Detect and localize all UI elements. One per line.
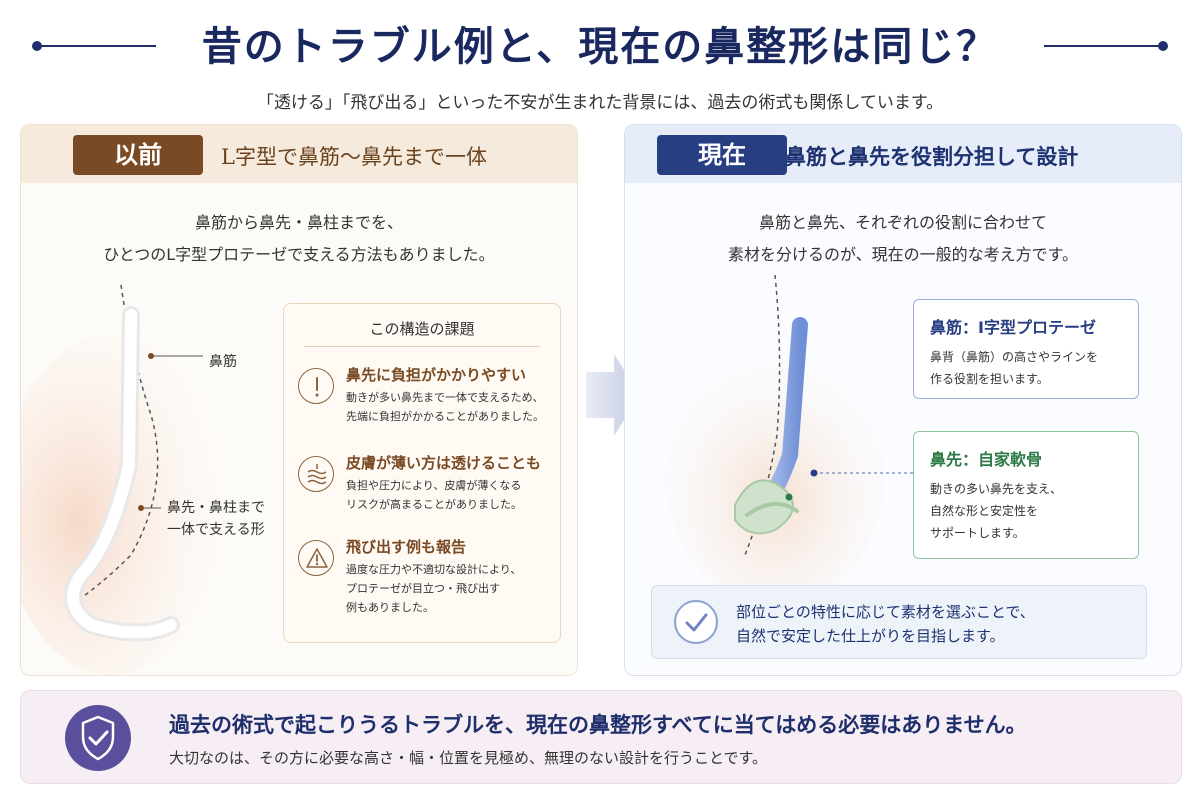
before-nose-illustration bbox=[21, 275, 301, 675]
issue-body: 動きが多い鼻先まで一体で支えるため、 先端に負担がかかることがありました。 bbox=[346, 388, 560, 426]
issue-heading: 鼻先に負担がかかりやすい bbox=[346, 366, 527, 384]
issue-body-line: リスクが高まることがありました。 bbox=[346, 498, 522, 511]
bridge-material-card: 鼻筋：I字型プロテーゼ 鼻背（鼻筋）の高さやラインを 作る役割を担います。 bbox=[913, 299, 1139, 399]
now-description: 鼻筋と鼻先、それぞれの役割に合わせて 素材を分けるのが、現在の一般的な考え方です… bbox=[625, 207, 1181, 271]
issue-heading: 飛び出す例も報告 bbox=[346, 538, 467, 556]
bridge-card-line: 鼻背（鼻筋）の高さやラインを bbox=[930, 350, 1099, 364]
now-heading: 鼻筋と鼻先を役割分担して設計 bbox=[785, 144, 1079, 169]
tip-card-line: 自然な形と安定性を bbox=[930, 504, 1039, 518]
issue-body: 過度な圧力や不適切な設計により、 プロテーゼが目立つ・飛び出す 例もありました。 bbox=[346, 560, 560, 617]
warning-circle-icon bbox=[298, 368, 334, 404]
summary-text: 部位ごとの特性に応じて素材を選ぶことで、 自然で安定した仕上がりを目指します。 bbox=[736, 600, 1035, 648]
issues-title: この構造の課題 bbox=[369, 320, 475, 338]
issue-body: 負担や圧力により、皮膚が薄くなる リスクが高まることがありました。 bbox=[346, 476, 560, 514]
before-tag: 以前 bbox=[73, 135, 203, 175]
warning-triangle-icon bbox=[298, 540, 334, 576]
issue-body-line: 動きが多い鼻先まで一体で支えるため、 bbox=[346, 391, 544, 404]
now-desc-line-1: 鼻筋と鼻先、それぞれの役割に合わせて bbox=[758, 213, 1047, 232]
before-desc-line-1: 鼻筋から鼻先・鼻柱までを、 bbox=[194, 213, 403, 232]
page-subtitle: 「透ける」「飛び出る」といった不安が生まれた背景には、過去の術式も関係しています… bbox=[256, 93, 944, 113]
before-label-tip: 鼻先・鼻柱まで 一体で支える形 bbox=[167, 497, 265, 541]
before-label-tip-line-1: 鼻先・鼻柱まで bbox=[167, 500, 265, 516]
now-desc-line-2: 素材を分けるのが、現在の一般的な考え方です。 bbox=[727, 245, 1079, 264]
before-panel-header: 以前 L字型で鼻筋〜鼻先まで一体 bbox=[21, 125, 577, 183]
page-title: 昔のトラブル例と、現在の鼻整形は同じ？ bbox=[201, 23, 999, 70]
summary-check-box: 部位ごとの特性に応じて素材を選ぶことで、 自然で安定した仕上がりを目指します。 bbox=[651, 585, 1147, 659]
now-tag: 現在 bbox=[657, 135, 787, 175]
banner-headline: 過去の術式で起こりうるトラブルを、現在の鼻整形すべてに当てはめる必要はありません… bbox=[169, 712, 1027, 737]
before-panel: 以前 L字型で鼻筋〜鼻先まで一体 鼻筋から鼻先・鼻柱までを、 ひとつのL字型プロ… bbox=[20, 124, 578, 676]
shield-check-icon bbox=[65, 705, 131, 771]
issue-heading: 皮膚が薄い方は透けることも bbox=[346, 454, 542, 472]
summary-line: 部位ごとの特性に応じて素材を選ぶことで、 bbox=[736, 603, 1035, 621]
before-desc-line-2: ひとつのL字型プロテーゼで支える方法もありました。 bbox=[103, 245, 495, 264]
before-description: 鼻筋から鼻先・鼻柱までを、 ひとつのL字型プロテーゼで支える方法もありました。 bbox=[21, 207, 577, 271]
banner-subtext: 大切なのは、その方に必要な高さ・幅・位置を見極め、無理のない設計を行うことです。 bbox=[169, 749, 768, 767]
title-ornament-line-left bbox=[36, 45, 156, 47]
issues-box: この構造の課題 鼻先に負担がかかりやすい 動きが多い鼻先まで一体で支えるため、 … bbox=[283, 303, 561, 643]
issues-divider bbox=[304, 346, 540, 347]
title-row: 昔のトラブル例と、現在の鼻整形は同じ？ bbox=[0, 14, 1200, 78]
issue-body-line: 過度な圧力や不適切な設計により、 bbox=[346, 563, 522, 576]
nose-l-implant-illustration bbox=[21, 284, 221, 675]
tip-card-line: 動きの多い鼻先を支え、 bbox=[930, 482, 1063, 496]
before-heading: L字型で鼻筋〜鼻先まで一体 bbox=[221, 145, 487, 169]
before-label-tip-line-2: 一体で支える形 bbox=[167, 522, 265, 538]
now-panel: 現在 鼻筋と鼻先を役割分担して設計 鼻筋と鼻先、それぞれの役割に合わせて 素材を… bbox=[624, 124, 1182, 676]
tip-pointer-dot bbox=[785, 493, 793, 501]
tip-card-title: 鼻先：自家軟骨 bbox=[930, 450, 1043, 469]
title-ornament-line-right bbox=[1044, 45, 1164, 47]
bottom-banner: 過去の術式で起こりうるトラブルを、現在の鼻整形すべてに当てはめる必要はありません… bbox=[20, 690, 1182, 784]
title-ornament-dot-right bbox=[1158, 41, 1168, 51]
before-label-bridge: 鼻筋 bbox=[209, 354, 237, 370]
issue-body-line: 先端に負担がかかることがありました。 bbox=[346, 410, 544, 423]
summary-line: 自然で安定した仕上がりを目指します。 bbox=[736, 627, 1005, 645]
bridge-card-body: 鼻背（鼻筋）の高さやラインを 作る役割を担います。 bbox=[930, 346, 1130, 390]
tip-material-card: 鼻先：自家軟骨 動きの多い鼻先を支え、 自然な形と安定性を サポートします。 bbox=[913, 431, 1139, 559]
tip-card-line: サポートします。 bbox=[930, 526, 1025, 540]
issue-body-line: プロテーゼが目立つ・飛び出す bbox=[346, 582, 500, 595]
skin-layer-icon bbox=[298, 456, 334, 492]
issue-body-line: 負担や圧力により、皮膚が薄くなる bbox=[346, 479, 522, 492]
bridge-card-line: 作る役割を担います。 bbox=[930, 372, 1049, 386]
issue-body-line: 例もありました。 bbox=[346, 601, 434, 614]
bridge-card-title: 鼻筋：I字型プロテーゼ bbox=[930, 318, 1096, 337]
check-icon bbox=[674, 600, 718, 644]
nose-i-implant-illustration bbox=[665, 275, 913, 585]
tip-card-body: 動きの多い鼻先を支え、 自然な形と安定性を サポートします。 bbox=[930, 478, 1130, 544]
now-panel-header: 現在 鼻筋と鼻先を役割分担して設計 bbox=[625, 125, 1181, 183]
